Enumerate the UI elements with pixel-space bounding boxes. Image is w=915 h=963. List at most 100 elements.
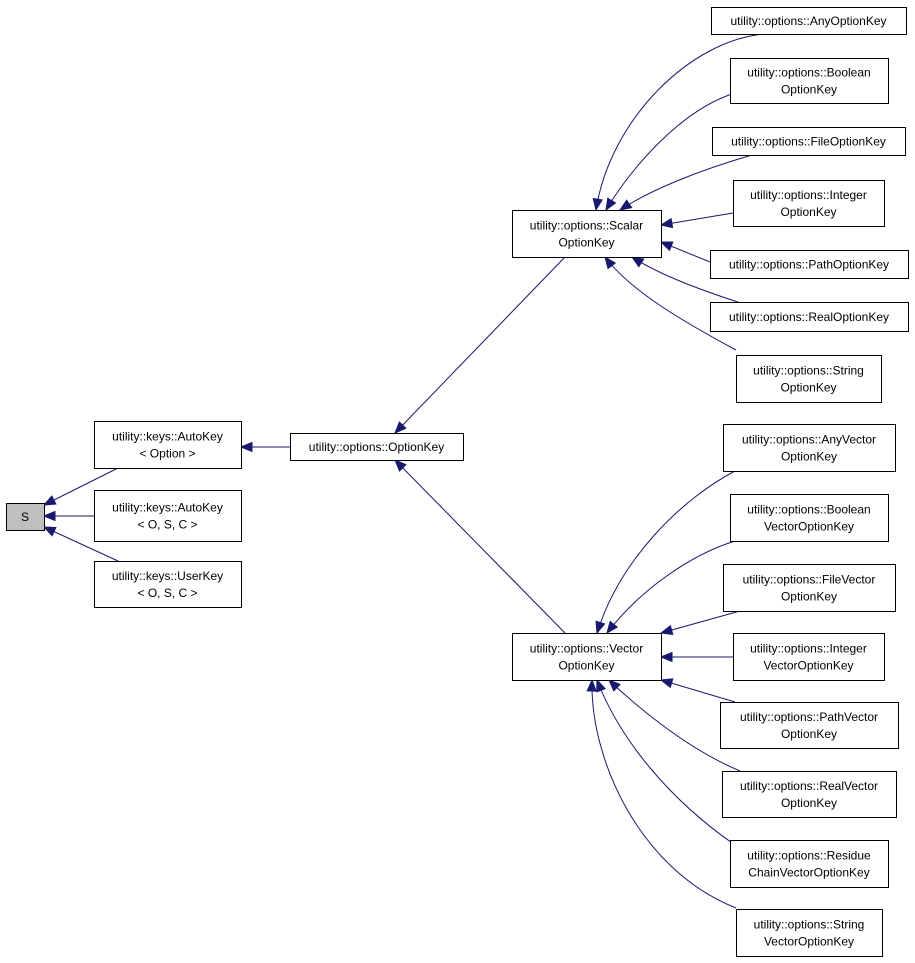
edge-pathvec-to-vector	[659, 678, 736, 703]
node-vector[interactable]: utility::options::VectorOptionKey	[512, 633, 662, 681]
arrowhead-icon	[659, 678, 674, 689]
arrowhead-icon	[595, 620, 606, 635]
arrowhead-icon	[394, 459, 407, 472]
node-label: S	[21, 510, 29, 524]
edge-anyvec-to-vector	[595, 470, 736, 635]
node-box[interactable]	[290, 433, 464, 461]
edge-string-to-scalar	[604, 255, 737, 351]
node-box[interactable]	[512, 633, 662, 681]
node-box[interactable]	[733, 180, 885, 227]
node-box[interactable]	[730, 58, 889, 104]
node-box[interactable]	[736, 355, 882, 403]
arrowhead-icon	[659, 651, 673, 663]
arrowhead-icon	[659, 217, 674, 229]
edge-scalar-to-optionkey	[394, 256, 566, 434]
arrowhead-icon	[394, 421, 407, 434]
node-label: utility::keys::AutoKey	[112, 501, 223, 515]
node-label: OptionKey	[781, 727, 837, 741]
node-real[interactable]: utility::options::RealOptionKey	[710, 302, 909, 332]
edge-intvec-to-vector	[659, 651, 733, 663]
node-box[interactable]	[710, 302, 909, 332]
node-box[interactable]	[722, 771, 897, 818]
node-label: OptionKey	[781, 590, 837, 604]
node-label: utility::options::FileOptionKey	[731, 135, 886, 149]
node-label: VectorOptionKey	[763, 659, 853, 673]
node-residuevec[interactable]: utility::options::ResidueChainVectorOpti…	[730, 840, 889, 888]
node-box[interactable]	[94, 490, 242, 542]
node-box[interactable]	[94, 561, 242, 608]
edge-line	[595, 33, 766, 211]
node-label: utility::keys::UserKey	[112, 569, 223, 583]
edge-integer-to-scalar	[659, 212, 734, 229]
edge-vector-to-optionkey	[394, 459, 566, 634]
node-label: utility::options::Residue	[747, 849, 871, 863]
node-label: utility::options::Integer	[750, 642, 867, 656]
node-label: < Option >	[139, 447, 195, 461]
node-autokey-osc[interactable]: utility::keys::AutoKey< O, S, C >	[94, 490, 242, 542]
node-optionkey[interactable]: utility::options::OptionKey	[290, 433, 464, 461]
node-label: utility::options::PathOptionKey	[729, 258, 889, 272]
node-label: utility::options::FileVector	[743, 573, 876, 587]
arrowhead-icon	[592, 197, 603, 212]
node-label: VectorOptionKey	[764, 935, 854, 949]
node-label: utility::options::Boolean	[747, 66, 870, 80]
node-box[interactable]	[736, 909, 883, 957]
node-box[interactable]	[94, 421, 242, 469]
node-box[interactable]	[720, 702, 899, 749]
edge-line	[43, 467, 119, 506]
node-label: utility::options::PathVector	[740, 710, 878, 724]
edge-boolean-to-scalar	[605, 92, 736, 212]
node-label: utility::options::RealVector	[740, 779, 878, 793]
arrowhead-icon	[42, 510, 56, 522]
node-box[interactable]	[733, 633, 885, 681]
edge-line	[660, 679, 736, 703]
arrowhead-icon	[659, 241, 674, 252]
edge-path-to-scalar	[659, 241, 711, 263]
node-path[interactable]: utility::options::PathOptionKey	[710, 250, 909, 279]
edge-line	[619, 154, 753, 211]
node-file[interactable]: utility::options::FileOptionKey	[712, 127, 906, 156]
node-autokey-option[interactable]: utility::keys::AutoKey< Option >	[94, 421, 242, 469]
arrowhead-icon	[239, 441, 253, 453]
node-box[interactable]	[723, 564, 896, 612]
node-box[interactable]	[730, 840, 889, 888]
node-label: utility::options::String	[754, 918, 865, 932]
node-box[interactable]	[6, 503, 45, 531]
node-label: OptionKey	[780, 381, 836, 395]
node-label: OptionKey	[558, 659, 614, 673]
node-box[interactable]	[711, 7, 907, 35]
edge-file-to-scalar	[618, 154, 753, 211]
arrowhead-icon	[596, 678, 607, 693]
node-label: OptionKey	[781, 83, 837, 97]
node-label: utility::options::RealOptionKey	[729, 310, 889, 324]
arrowhead-icon	[606, 620, 619, 635]
node-box[interactable]	[512, 210, 662, 258]
arrowhead-icon	[42, 526, 57, 537]
node-box[interactable]	[710, 250, 909, 279]
edge-any-to-scalar	[592, 33, 766, 212]
node-label: OptionKey	[780, 205, 836, 219]
edge-autokey-option-to-s	[42, 467, 119, 506]
arrowhead-icon	[604, 255, 617, 270]
node-box[interactable]	[712, 127, 906, 156]
node-any[interactable]: utility::options::AnyOptionKey	[711, 7, 907, 35]
arrowhead-icon	[659, 624, 674, 635]
arrowhead-icon	[618, 199, 633, 211]
node-label: utility::options::AnyVector	[742, 433, 876, 447]
node-userkey-osc[interactable]: utility::keys::UserKey< O, S, C >	[94, 561, 242, 608]
node-s[interactable]: S	[6, 503, 45, 531]
node-box[interactable]	[723, 424, 896, 472]
node-box[interactable]	[730, 494, 889, 542]
edge-optionkey-to-autokey-option	[239, 441, 290, 453]
